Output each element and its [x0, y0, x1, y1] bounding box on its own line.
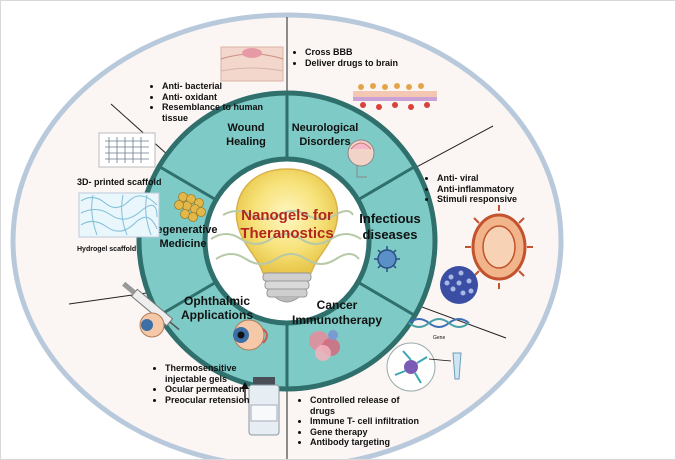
- large-virus-illustration: [465, 205, 533, 289]
- segment-cancer-line2: Immunotherapy: [292, 313, 382, 327]
- segment-ophthalmic-line1: Ophthalmic: [184, 294, 250, 308]
- bullet-item: Stimuli responsive: [437, 194, 562, 205]
- segment-regenerative-line2: Medicine: [159, 238, 206, 250]
- brain-head-icon: [347, 139, 375, 178]
- gene-label: Gene: [433, 335, 445, 341]
- ring-dividers: [159, 94, 415, 388]
- hydrogel-scaffold-illustration: [78, 192, 160, 238]
- neurological-bullets: Cross BBB Deliver drugs to brain: [293, 47, 445, 68]
- tumor-cells-icon: [309, 330, 340, 361]
- segment-infectious-line2: diseases: [363, 227, 418, 242]
- printed-scaffold-illustration: [98, 132, 156, 168]
- bullet-item: Immune T- cell infiltration: [310, 416, 425, 427]
- light-bulb-icon: [210, 168, 362, 303]
- hub-title-line1: Nanogels for: [241, 207, 333, 224]
- cancer-bullets: Controlled release of drugs Immune T- ce…: [298, 395, 425, 448]
- bullet-item: Anti- viral: [437, 173, 562, 184]
- bullet-item: Ocular permeation: [165, 384, 260, 395]
- bullet-item: Thermosensitive injectable gels: [165, 363, 260, 384]
- ophthalmic-bullets: Thermosensitive injectable gels Ocular p…: [153, 363, 260, 405]
- blood-brain-barrier-illustration: [353, 83, 437, 110]
- antibody-nanogel-illustration: [386, 342, 462, 392]
- vial-illustration: [248, 377, 280, 436]
- segment-infectious-line1: Infectious: [359, 211, 420, 226]
- bullet-item: Deliver drugs to brain: [305, 58, 445, 69]
- segment-neurological-line1: Neurological: [292, 122, 359, 134]
- bullet-item: Controlled release of drugs: [310, 395, 425, 416]
- virus-small-icon: [374, 246, 400, 272]
- segment-ophthalmic-line2: Applications: [181, 308, 253, 322]
- segment-neurological-line2: Disorders: [299, 136, 350, 148]
- eye-icon: [233, 319, 268, 351]
- bullet-item: Resemblance to human tissue: [162, 102, 267, 123]
- bullet-item: Gene therapy: [310, 427, 425, 438]
- virus-particle-illustration: [440, 266, 478, 304]
- hub-title-line2: Theranostics: [240, 225, 333, 242]
- up-arrow-icon: [241, 382, 249, 401]
- skin-tissue-illustration: [220, 46, 284, 82]
- segment-cancer-line1: Cancer: [317, 298, 358, 312]
- bullet-item: Anti- oxidant: [162, 92, 267, 103]
- bullet-item: Antibody targeting: [310, 437, 425, 448]
- segment-wound-healing-line2: Healing: [226, 136, 266, 148]
- syringe-eye-illustration: [122, 281, 180, 338]
- bullet-item: Anti-inflammatory: [437, 184, 562, 195]
- bullet-item: Cross BBB: [305, 47, 445, 58]
- infectious-bullets: Anti- viral Anti-inflammatory Stimuli re…: [425, 173, 562, 205]
- segment-regenerative-line1: Regenerative: [148, 224, 217, 236]
- dna-strand-illustration: [408, 318, 470, 328]
- bullet-item: Anti- bacterial: [162, 81, 267, 92]
- wound-healing-bullets: Anti- bacterial Anti- oxidant Resemblanc…: [150, 81, 267, 123]
- segment-wound-healing-line1: Wound: [227, 122, 264, 134]
- printed-scaffold-label: 3D- printed scaffold: [77, 177, 162, 187]
- cell-cluster-icon: [174, 192, 206, 222]
- bullet-item: Preocular retension: [165, 395, 260, 406]
- hydrogel-scaffold-label: Hydrogel scaffold: [77, 246, 136, 253]
